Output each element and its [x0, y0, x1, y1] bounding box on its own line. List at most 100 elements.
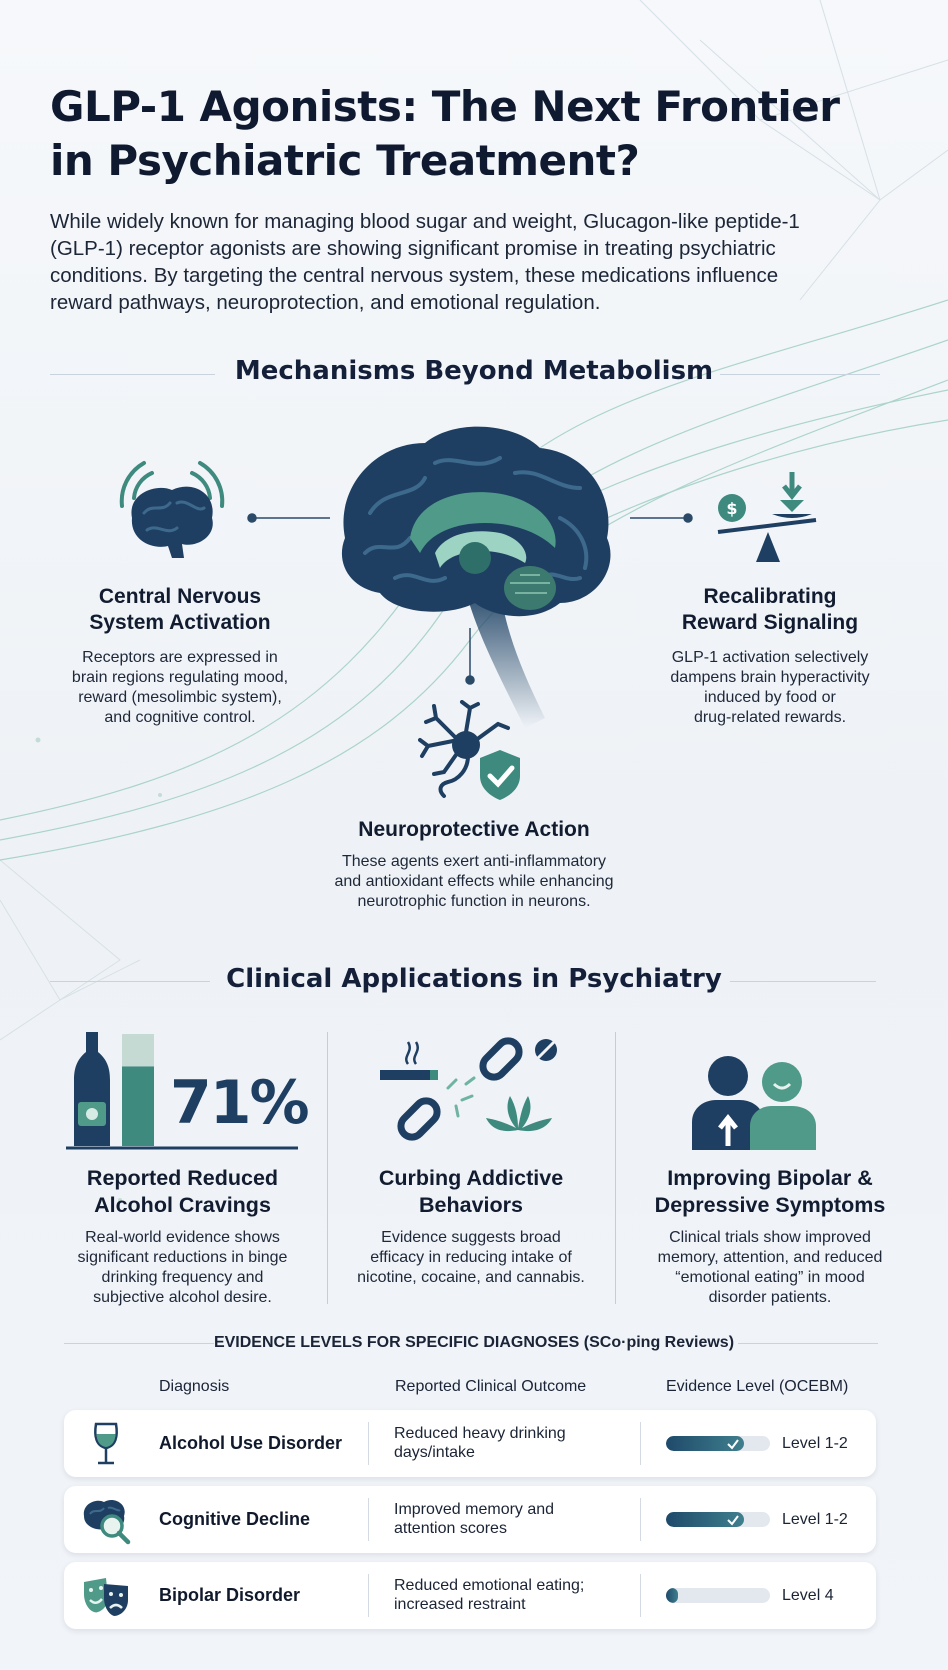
alcohol-stat-graphic — [66, 1032, 298, 1150]
title-line-2: in Psychiatric Treatment? — [50, 136, 640, 185]
section-rule-left — [50, 374, 215, 375]
outcome-line: attention scores — [394, 1520, 507, 1537]
wine-glass-icon — [94, 1422, 118, 1465]
column-header-diagnosis: Diagnosis — [159, 1378, 230, 1395]
text-line: reward (mesolimbic system), — [78, 689, 282, 706]
intro-paragraph: While widely known for managing blood su… — [50, 208, 895, 316]
column-header-level: Evidence Level (OCEBM) — [666, 1378, 849, 1395]
outcome-text: Reduced emotional eating; increased rest… — [394, 1576, 624, 1614]
mechanism-title: Recalibrating Reward Signaling — [620, 584, 920, 636]
application-text: Evidence suggests broad efficacy in redu… — [332, 1228, 610, 1288]
evidence-bar — [666, 1436, 770, 1451]
text-line: “emotional eating” in mood — [675, 1269, 865, 1286]
row-separator — [640, 1422, 641, 1465]
svg-text:$: $ — [726, 499, 737, 518]
title-line-1: GLP-1 Agonists: The Next Frontier — [50, 82, 840, 131]
outcome-text: Reduced heavy drinking days/intake — [394, 1424, 624, 1462]
row-separator — [640, 1498, 641, 1541]
row-separator — [368, 1574, 369, 1617]
mechanism-text: These agents exert anti-inflammatory and… — [274, 852, 674, 912]
evidence-level: Level 1-2 — [782, 1435, 848, 1452]
application-title: Reported Reduced Alcohol Cravings — [40, 1165, 325, 1219]
table-row: Cognitive Decline Improved memory and at… — [64, 1486, 876, 1553]
evidence-bar-fill — [666, 1436, 744, 1451]
title-line: Behaviors — [419, 1193, 523, 1217]
evidence-level: Level 1-2 — [782, 1511, 848, 1528]
column-divider — [327, 1032, 328, 1304]
title-line: Recalibrating — [703, 585, 837, 608]
title-line: Central Nervous — [98, 585, 262, 608]
mechanism-title: Neuroprotective Action — [358, 818, 590, 841]
text-line: drinking frequency and — [101, 1269, 264, 1286]
intro-line: While widely known for managing blood su… — [50, 210, 800, 233]
evidence-bar-fill — [666, 1512, 744, 1527]
outcome-line: Reduced heavy drinking — [394, 1425, 566, 1442]
outcome-line: days/intake — [394, 1444, 475, 1461]
text-line: GLP-1 activation selectively — [671, 649, 869, 666]
section-rule-left — [64, 1343, 214, 1344]
outcome-line: Improved memory and — [394, 1501, 555, 1518]
text-line: nicotine, cocaine, and cannabis. — [357, 1269, 585, 1286]
mechanisms-heading: Mechanisms Beyond Metabolism — [234, 356, 714, 386]
brain-magnifier-icon — [83, 1499, 131, 1545]
text-line: induced by food or — [704, 689, 836, 706]
text-line: neurotrophic function in neurons. — [357, 893, 591, 910]
section-rule-right — [720, 374, 880, 375]
diagnosis-name: Bipolar Disorder — [159, 1585, 301, 1605]
application-text: Real-world evidence shows significant re… — [40, 1228, 325, 1308]
table-row: Alcohol Use Disorder Reduced heavy drink… — [64, 1410, 876, 1477]
text-line: disorder patients. — [708, 1289, 832, 1306]
diagnosis-name: Cognitive Decline — [159, 1509, 311, 1529]
evidence-heading: EVIDENCE LEVELS FOR SPECIFIC DIAGNOSES (… — [213, 1334, 735, 1351]
column-header-outcome: Reported Clinical Outcome — [395, 1378, 587, 1395]
stat-bar-fill — [122, 1066, 154, 1146]
row-separator — [368, 1422, 369, 1465]
row-separator — [640, 1574, 641, 1617]
application-text: Clinical trials show improved memory, at… — [620, 1228, 920, 1308]
balance-scale-icon: $ — [717, 472, 817, 562]
people-mood-icon — [692, 1056, 816, 1150]
applications-heading: Clinical Applications in Psychiatry — [226, 964, 722, 994]
table-row: Bipolar Disorder Reduced emotional eatin… — [64, 1562, 876, 1629]
section-rule-left — [50, 981, 210, 982]
evidence-bar — [666, 1512, 770, 1527]
evidence-bar — [666, 1588, 770, 1603]
connector-lines — [247, 513, 693, 685]
outcome-line: increased restraint — [394, 1596, 526, 1613]
diagnosis-name: Alcohol Use Disorder — [159, 1433, 343, 1453]
text-line: brain regions regulating mood, — [71, 669, 289, 686]
page-title: GLP-1 Agonists: The Next Frontier in Psy… — [50, 80, 910, 188]
text-line: and cognitive control. — [104, 709, 256, 726]
brain-signal-icon — [119, 461, 225, 558]
broken-chain-icon — [380, 1037, 557, 1146]
mechanism-title: Central Nervous System Activation — [40, 584, 320, 636]
evidence-bar-fill — [666, 1588, 679, 1603]
title-line: Alcohol Cravings — [94, 1193, 271, 1217]
text-line: efficacy in reducing intake of — [370, 1249, 572, 1266]
title-line: System Activation — [89, 611, 271, 634]
theater-masks-icon — [84, 1578, 128, 1616]
check-icon — [727, 1439, 739, 1450]
mechanism-text: GLP-1 activation selectively dampens bra… — [620, 648, 920, 728]
text-line: These agents exert anti-inflammatory — [341, 853, 607, 870]
title-line: Depressive Symptoms — [654, 1193, 886, 1217]
brain-illustration — [341, 426, 611, 728]
stat-value: 71% — [170, 1068, 310, 1138]
column-divider — [615, 1032, 616, 1304]
section-rule-right — [730, 981, 876, 982]
text-line: dampens brain hyperactivity — [670, 669, 870, 686]
application-title: Improving Bipolar & Depressive Symptoms — [620, 1165, 920, 1219]
text-line: and antioxidant effects while enhancing — [334, 873, 614, 890]
outcome-line: Reduced emotional eating; — [394, 1577, 585, 1594]
intro-line: conditions. By targeting the central ner… — [50, 264, 779, 287]
title-line: Reward Signaling — [681, 611, 859, 634]
title-line: Improving Bipolar & — [667, 1166, 873, 1190]
text-line: memory, attention, and reduced — [657, 1249, 883, 1266]
application-title: Curbing Addictive Behaviors — [332, 1165, 610, 1219]
outcome-text: Improved memory and attention scores — [394, 1500, 624, 1538]
text-line: Evidence suggests broad — [381, 1229, 561, 1246]
section-rule-right — [738, 1343, 878, 1344]
check-icon — [727, 1515, 739, 1526]
text-line: subjective alcohol desire. — [93, 1289, 272, 1306]
row-separator — [368, 1498, 369, 1541]
